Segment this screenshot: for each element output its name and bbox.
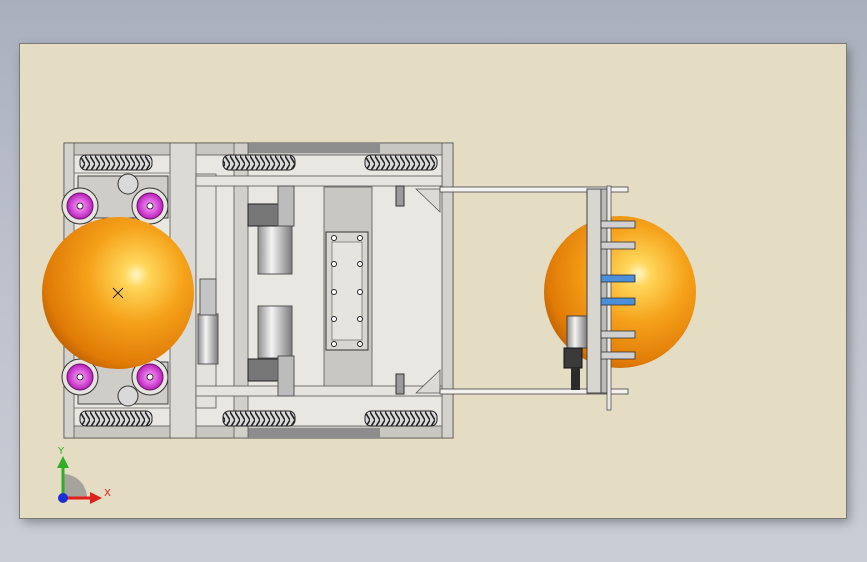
post-lower <box>395 373 405 395</box>
roller-lower[interactable] <box>257 305 293 359</box>
motor-left[interactable] <box>197 313 219 365</box>
link-plate-2[interactable] <box>600 241 636 250</box>
pink-roller-bottom-left[interactable] <box>61 358 99 396</box>
dark-strip-top <box>248 143 380 153</box>
triad-x-arrow <box>90 492 102 504</box>
actuator-cylinder[interactable] <box>566 315 588 349</box>
upper-bar <box>195 175 443 187</box>
tire-top-mid[interactable] <box>222 154 296 171</box>
pivot-bottom <box>117 385 139 407</box>
post-upper <box>395 185 405 207</box>
bracket-lower <box>277 355 295 397</box>
triad-z-axis <box>58 493 68 503</box>
roller-upper[interactable] <box>257 221 293 275</box>
actuator-rod <box>571 368 580 390</box>
triad-y-label: Y <box>57 446 65 457</box>
mount-plate-inner <box>331 241 363 341</box>
tire-top-left[interactable] <box>79 154 153 171</box>
link-plate-5[interactable] <box>600 330 636 339</box>
cross-beam-3 <box>233 142 249 439</box>
tire-top-right[interactable] <box>364 154 438 171</box>
arm-upright[interactable] <box>586 188 602 394</box>
triad-y-arrow <box>57 456 69 468</box>
gear-upper <box>247 203 279 227</box>
link-plates[interactable] <box>600 220 636 360</box>
link-plate-4[interactable] <box>600 297 636 306</box>
link-plate-1[interactable] <box>600 220 636 229</box>
actuator-base <box>563 347 583 369</box>
bolts <box>331 235 363 347</box>
pink-roller-top-right[interactable] <box>131 187 169 225</box>
pink-roller-bottom-right[interactable] <box>131 358 169 396</box>
link-plate-3[interactable] <box>600 274 636 283</box>
tire-bottom-left[interactable] <box>79 410 153 427</box>
tires[interactable] <box>79 154 438 427</box>
bracket-upper <box>277 185 295 227</box>
gear-lower <box>247 358 279 382</box>
left-gripper[interactable] <box>42 173 194 407</box>
cad-model-view[interactable]: Y X <box>20 44 846 518</box>
arm-lower[interactable] <box>439 388 629 395</box>
gusset-bottom <box>415 369 441 394</box>
ball-center-mark <box>112 287 124 299</box>
tire-bottom-mid[interactable] <box>222 410 296 427</box>
motor-left-cap <box>199 278 217 316</box>
arm-upright-2 <box>600 188 608 394</box>
graphics-viewport[interactable]: Y X <box>20 44 846 518</box>
gusset-top <box>415 188 441 213</box>
right-arm[interactable] <box>439 185 696 411</box>
arm-upper[interactable] <box>439 186 629 193</box>
triad-arc <box>63 474 87 498</box>
link-plate-6[interactable] <box>600 351 636 360</box>
pink-roller-top-left[interactable] <box>61 187 99 225</box>
pivot-top <box>117 173 139 195</box>
dark-strip-bottom <box>248 428 380 438</box>
lower-bar <box>195 385 443 397</box>
tire-bottom-right[interactable] <box>364 410 438 427</box>
drive-rollers[interactable] <box>197 185 405 397</box>
triad-x-label: X <box>104 488 111 499</box>
right-rail <box>441 142 454 439</box>
view-triad[interactable]: Y X <box>57 446 111 504</box>
